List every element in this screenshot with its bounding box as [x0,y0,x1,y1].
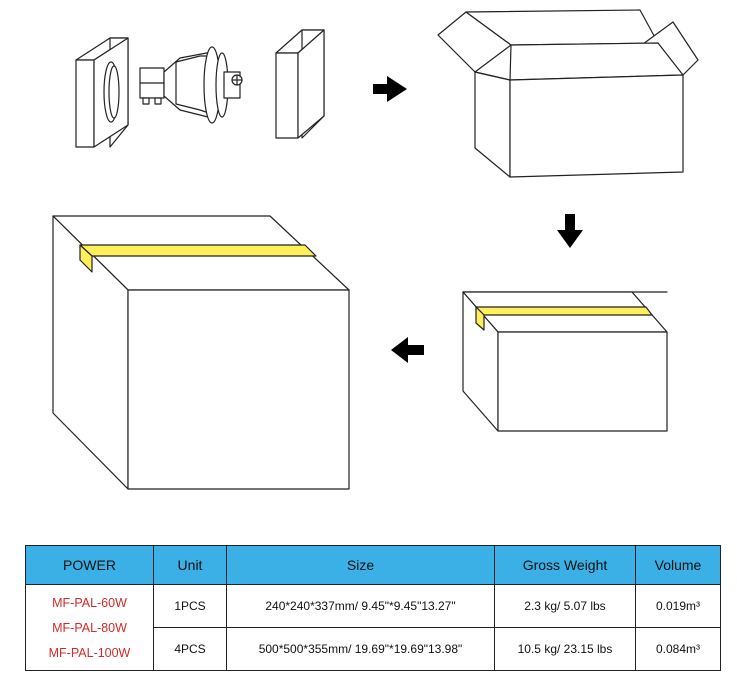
power-models-cell: MF-PAL-60W MF-PAL-80W MF-PAL-100W [25,584,154,671]
arrow-left-icon [391,337,424,363]
header-power: POWER [25,545,154,585]
arrow-down-icon [557,214,583,248]
size-cell: 500*500*355mm/ 19.69"*19.69"13.98" [226,627,495,671]
taped-inner-box [462,291,668,432]
header-volume: Volume [635,545,721,585]
open-carton [437,9,699,178]
gross-weight-cell: 10.5 kg/ 23.15 lbs [494,627,636,671]
table-row: 4PCS 500*500*355mm/ 19.69"*19.69"13.98" … [26,627,721,671]
packing-tape [475,306,653,331]
packaging-diagram [52,9,699,490]
packing-tape [79,244,317,273]
volume-cell: 0.019m³ [635,584,721,628]
model-name: MF-PAL-100W [48,646,131,660]
header-size: Size [226,545,495,585]
volume-cell: 0.084m³ [635,627,721,671]
header-gross-weight: Gross Weight [494,545,636,585]
table-header-row: POWER Unit Size Gross Weight Volume [25,545,721,585]
foam-insert-right [275,29,325,139]
model-name: MF-PAL-60W [52,596,127,610]
arrow-right-icon [373,76,407,102]
table-row: MF-PAL-60W MF-PAL-80W MF-PAL-100W 1PCS 2… [25,584,721,671]
gross-weight-cell: 2.3 kg/ 5.07 lbs [494,584,636,628]
model-name: MF-PAL-80W [52,621,127,635]
header-unit: Unit [153,545,227,585]
foam-insert-left [75,37,129,148]
lamp-icon [139,46,243,124]
taped-master-carton [52,215,350,490]
unit-cell: 1PCS [153,584,227,628]
size-cell: 240*240*337mm/ 9.45"*9.45"13.27" [226,584,495,628]
unit-cell: 4PCS [153,627,227,671]
packing-spec-table: POWER Unit Size Gross Weight Volume MF-P… [25,545,721,671]
